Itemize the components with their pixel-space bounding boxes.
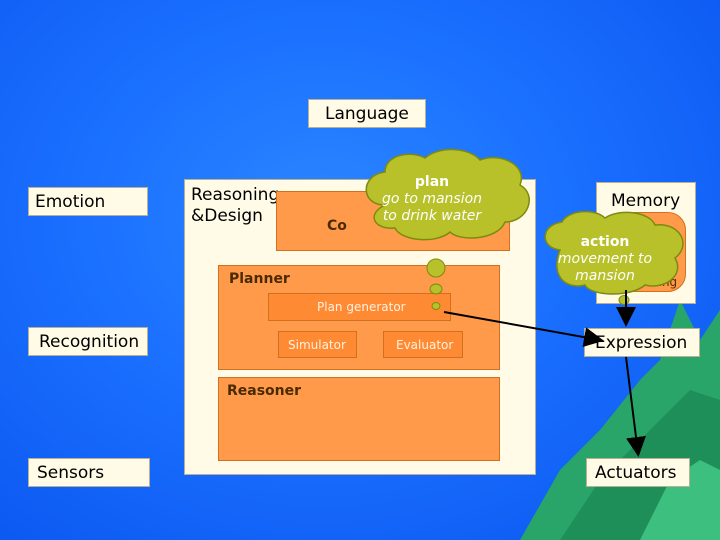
plan-thought-bubble	[365, 148, 530, 310]
reasoner-box: Reasoner	[218, 377, 500, 461]
emotion-box: Emotion	[28, 187, 148, 216]
expression-label: Expression	[595, 333, 688, 353]
controller-label: Co	[327, 218, 347, 234]
arrow-expression-to-actuators	[625, 356, 646, 457]
plan-bubble-line1: go to mansion	[381, 191, 483, 207]
plan-cloud	[365, 148, 530, 241]
sensors-box: Sensors	[28, 458, 150, 487]
action-bubble-title: action	[580, 234, 630, 250]
language-label: Language	[325, 104, 409, 124]
plan-cloud-dot-large	[426, 258, 446, 278]
sensors-label: Sensors	[37, 463, 105, 483]
language-box: Language	[308, 99, 426, 128]
evaluator-box: Evaluator	[383, 331, 463, 358]
action-cloud	[544, 210, 684, 295]
simulator-box: Simulator	[278, 331, 357, 358]
recognition-box: Recognition	[28, 327, 148, 356]
action-cloud-dot-medium	[618, 295, 630, 305]
actuators-box: Actuators	[586, 458, 690, 487]
plan-generator-box: Plan generator	[268, 293, 451, 321]
plan-cloud-dot-small	[431, 302, 441, 310]
simulator-label: Simulator	[288, 338, 346, 352]
planner-label: Planner	[229, 271, 290, 287]
reasoning-title-line2: &Design	[191, 206, 263, 226]
action-bubble-line1: movement to	[557, 251, 653, 267]
action-bubble-line2: mansion	[575, 268, 635, 284]
evaluator-label: Evaluator	[396, 338, 454, 352]
emotion-label: Emotion	[35, 192, 106, 212]
plan-generator-label: Plan generator	[317, 300, 406, 314]
plan-bubble-title: plan	[414, 174, 450, 190]
actuators-label: Actuators	[595, 463, 677, 483]
action-bubble-text: action movement to mansion	[550, 234, 660, 285]
plan-bubble-line2: to drink water	[382, 208, 482, 224]
recognition-label: Recognition	[39, 332, 140, 352]
arrow-plan-to-expression	[443, 311, 604, 348]
plan-cloud-dot-medium	[429, 283, 443, 295]
reasoner-label: Reasoner	[227, 383, 302, 399]
memory-label: Memory	[611, 191, 681, 211]
reasoning-title-line1: Reasoning	[191, 185, 280, 205]
plan-bubble-text: plan go to mansion to drink water	[372, 174, 492, 225]
